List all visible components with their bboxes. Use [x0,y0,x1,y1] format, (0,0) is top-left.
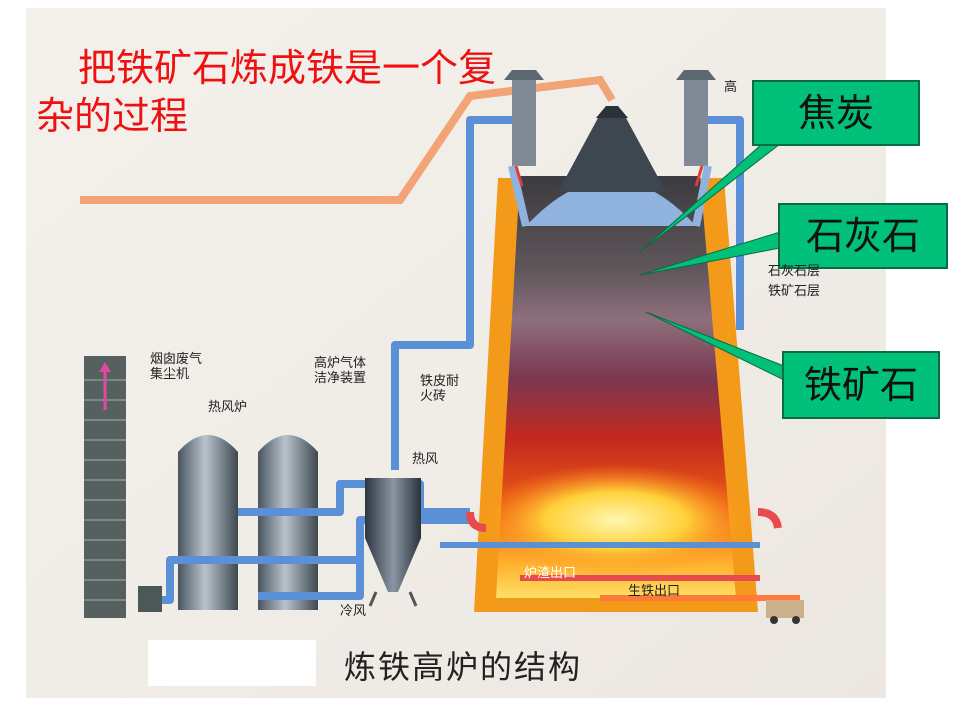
hot-stoves [178,435,318,610]
cart-wheel [792,616,800,624]
charging-top [508,106,712,227]
figure-caption: 炼铁高炉的结构 [344,648,583,686]
callout-iron-ore: 铁矿石 [782,351,940,419]
rail-cart [766,600,804,618]
label-slag-outlet: 炉渣出口 [524,566,577,581]
label-chimney: 烟囱废气集尘机 [150,352,203,382]
callout-limestone: 石灰石 [778,203,948,269]
label-gas-cleaning: 高炉气体洁净装置 [314,356,367,386]
label-iron-outlet: 生铁出口 [628,584,681,599]
label-limestone-layer: 石灰石层 [768,264,821,279]
exhaust-line [80,75,616,204]
label-hot-air: 热风 [412,452,439,467]
caption-mask [148,640,316,686]
callout-coke: 焦炭 [752,80,920,146]
label-hot-stove: 热风炉 [208,400,248,415]
chimney [84,356,162,618]
furnace-fire [476,464,756,576]
label-cold-air: 冷风 [340,604,367,619]
tuyere-pipes [466,508,782,532]
label-top-gas: 高 [724,80,738,95]
cart-wheel [770,616,778,624]
label-ore-layer: 铁矿石层 [768,284,821,299]
headline: 把铁矿石炼成铁是一个复杂的过程 [36,46,497,138]
top-ducts [504,70,716,166]
gas-cleaning-device [365,478,421,607]
label-shell: 铁皮耐火砖 [420,374,460,404]
